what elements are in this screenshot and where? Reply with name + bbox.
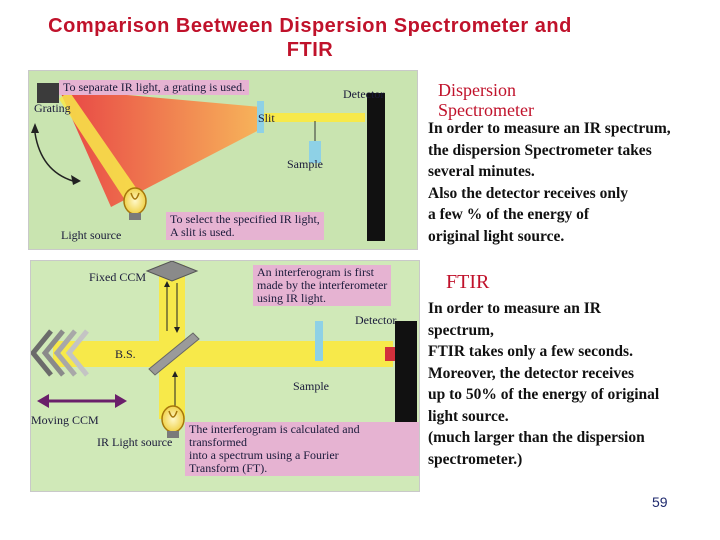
corner-cube-mirror-icon — [145, 261, 199, 282]
slit-bar — [257, 101, 264, 133]
selected-beam — [261, 113, 365, 122]
ftir-beam-horizontal — [53, 341, 393, 367]
dispersion-body-line: Also the detector receives only — [428, 184, 629, 202]
ftir-diagram-art — [31, 261, 417, 471]
dispersion-body: In order to measure an IR spectrum, the … — [428, 118, 671, 247]
dispersion-body-line: several minutes. — [428, 163, 535, 180]
interferogram-callout-line: using IR light. — [257, 291, 327, 305]
dispersion-body-line: original light source. — [428, 227, 565, 245]
dispersion-diagram-art — [31, 83, 385, 241]
ftir-body-line: up to 50% of the energy of original — [428, 386, 660, 403]
fixed-ccm-label: Fixed CCM — [89, 270, 147, 284]
rotation-arrow — [34, 132, 74, 182]
slit-callout-line: To select the specified IR light, — [170, 212, 320, 226]
page-number: 59 — [652, 494, 668, 510]
ftir-diagram: Fixed CCM An interferogram is first made… — [30, 260, 420, 492]
ftir-sample-label: Sample — [293, 379, 329, 393]
interferogram-callout: An interferogram is first made by the in… — [253, 265, 392, 306]
fourier-transform-callout: The interferogram is calculated and tran… — [185, 422, 419, 476]
ftir-body: In order to measure an IR spectrum, FTIR… — [428, 298, 659, 470]
sample-label: Sample — [287, 157, 323, 171]
slit-callout: To select the specified IR light, A slit… — [166, 212, 324, 240]
slit-callout-line: A slit is used. — [170, 225, 235, 239]
ftir-detector-label: Detector — [355, 313, 397, 327]
dispersed-light-fan — [59, 89, 261, 207]
light-source-label: Light source — [61, 228, 122, 242]
ftir-body-line: spectrometer.) — [428, 450, 523, 468]
dispersion-body-line: a few % of the energy of — [428, 206, 589, 223]
fourier-callout-line: Transform (FT). — [189, 461, 268, 475]
ftir-body-line: spectrum, — [428, 321, 494, 339]
slide-title: Comparison Beetween Dispersion Spectrome… — [48, 15, 572, 61]
dispersion-heading-line: Spectrometer — [438, 100, 534, 120]
beam-splitter-label: B.S. — [115, 347, 136, 361]
fourier-callout-line: The interferogram is calculated and — [189, 422, 360, 436]
source-beam — [59, 91, 141, 203]
double-arrow-icon — [37, 394, 127, 408]
moving-ccm-label: Moving CCM — [31, 413, 99, 427]
dispersion-body-line: the dispersion Spectrometer takes — [428, 141, 652, 159]
beam-splitter — [148, 332, 200, 376]
ftir-sample-bar — [315, 321, 323, 361]
ir-light-source-label: IR Light source — [97, 435, 173, 449]
dispersion-body-line: In order to measure an IR spectrum, — [428, 120, 671, 137]
ftir-body-line: In order to measure an IR — [428, 300, 601, 317]
ftir-heading: FTIR — [446, 271, 490, 293]
ftir-body-line: FTIR takes only a few seconds. — [428, 343, 633, 360]
ftir-body-line: (much larger than the dispersion — [428, 429, 645, 446]
interferogram-callout-line: made by the interferometer — [257, 278, 388, 292]
interferogram-callout-line: An interferogram is first — [257, 265, 374, 279]
fourier-callout-line: into a spectrum using a Fourier — [189, 448, 339, 462]
grating-block — [37, 83, 59, 103]
fourier-callout-line: transformed — [189, 435, 247, 449]
sample-bar — [309, 141, 321, 163]
dispersion-heading: Dispersion Spectrometer — [438, 80, 534, 120]
ftir-body-line: Moreover, the detector receives — [428, 364, 634, 382]
detector-block — [367, 93, 385, 241]
dispersion-heading-line: Dispersion — [438, 80, 516, 100]
detector-label: Detector — [343, 87, 385, 101]
light-bulb-icon — [161, 405, 185, 438]
light-bulb-icon — [123, 187, 147, 220]
corner-cube-mirror-icon — [31, 329, 89, 377]
dispersion-diagram: To separate IR light, a grating is used.… — [28, 70, 418, 250]
slit-label: Slit — [258, 111, 275, 125]
grating-label: Grating — [34, 101, 71, 115]
grating-callout: To separate IR light, a grating is used. — [59, 80, 250, 95]
ftir-body-line: light source. — [428, 407, 509, 425]
